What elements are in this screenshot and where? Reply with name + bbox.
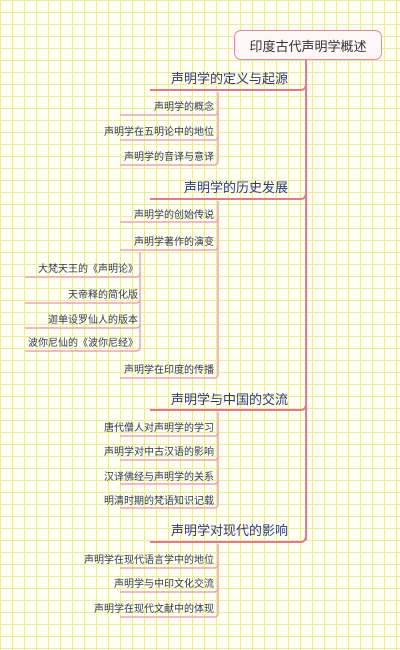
section-underline-2 (150, 403, 307, 411)
leaf-founding-legend[interactable]: 声明学的创始传说 (134, 210, 214, 221)
leaf-underline-2-2 (120, 479, 219, 485)
leaf-five-sciences-status[interactable]: 声明学在五明论中的地位 (104, 127, 214, 138)
leaf-buddhist-sutras[interactable]: 汉译佛经与声明学的关系 (104, 472, 214, 483)
section-history[interactable]: 声明学的历史发展 (183, 181, 288, 196)
leaf-middle-chinese[interactable]: 声明学对中古汉语的影响 (104, 447, 214, 458)
subleaf-underline-2 (25, 323, 141, 329)
leaf-underline-2-3 (120, 503, 219, 509)
leaf-spread-india[interactable]: 声明学在印度的传播 (124, 365, 214, 376)
leaf-underline-3-2 (120, 612, 219, 618)
section-underline-0 (150, 83, 307, 91)
leaf-tang-monks[interactable]: 唐代僧人对声明学的学习 (104, 423, 214, 434)
leaf-underline-2-0 (120, 431, 219, 437)
leaf-underline-0-1 (120, 135, 219, 141)
subleaf-underline-0 (25, 272, 141, 278)
section-underline-1 (150, 192, 307, 200)
root-node[interactable]: 印度古代声明学概述 (234, 30, 382, 60)
leaf-underline-2-1 (120, 455, 219, 461)
leaf-ming-qing[interactable]: 明清时期的梵语知识记载 (104, 496, 214, 507)
section-china-exchange[interactable]: 声明学与中国的交流 (170, 393, 288, 408)
leaf-modern-literature[interactable]: 声明学在现代文献中的体现 (94, 604, 214, 615)
leaf-underline-3-1 (120, 587, 219, 593)
leaf-underline-0-2 (120, 160, 219, 166)
subleaf-underline-3 (25, 346, 141, 352)
leaf-underline-1-0 (120, 217, 219, 223)
subleaf-brahma[interactable]: 大梵天王的《声明论》 (38, 264, 138, 275)
leaf-modern-linguistics[interactable]: 声明学在现代语言学中的地位 (84, 555, 214, 566)
leaf-sino-indian-culture[interactable]: 声明学与中印文化交流 (114, 579, 214, 590)
leaf-works-evolution[interactable]: 声明学著作的演变 (134, 237, 214, 248)
subleaf-panini[interactable]: 波你尼仙的《波你尼经》 (28, 338, 138, 349)
leaf-concept[interactable]: 声明学的概念 (154, 102, 214, 113)
leaf-transliteration[interactable]: 声明学的音译与意译 (124, 152, 214, 163)
subleaf-underline-1 (25, 298, 141, 304)
leaf-underline-1-2 (120, 373, 219, 379)
section-modern-impact[interactable]: 声明学对现代的影响 (170, 524, 288, 539)
leaf-underline-1-1 (120, 245, 219, 251)
root-title: 印度古代声明学概述 (249, 39, 367, 55)
section-definition-origin[interactable]: 声明学的定义与起源 (170, 72, 288, 87)
section-underline-3 (150, 535, 307, 543)
leaf-underline-3-0 (120, 563, 219, 569)
subleaf-indra[interactable]: 天帝释的简化版 (68, 290, 138, 301)
subleaf-sage-version[interactable]: 迦单设罗仙人的版本 (48, 315, 138, 326)
leaf-underline-0-0 (120, 110, 219, 116)
